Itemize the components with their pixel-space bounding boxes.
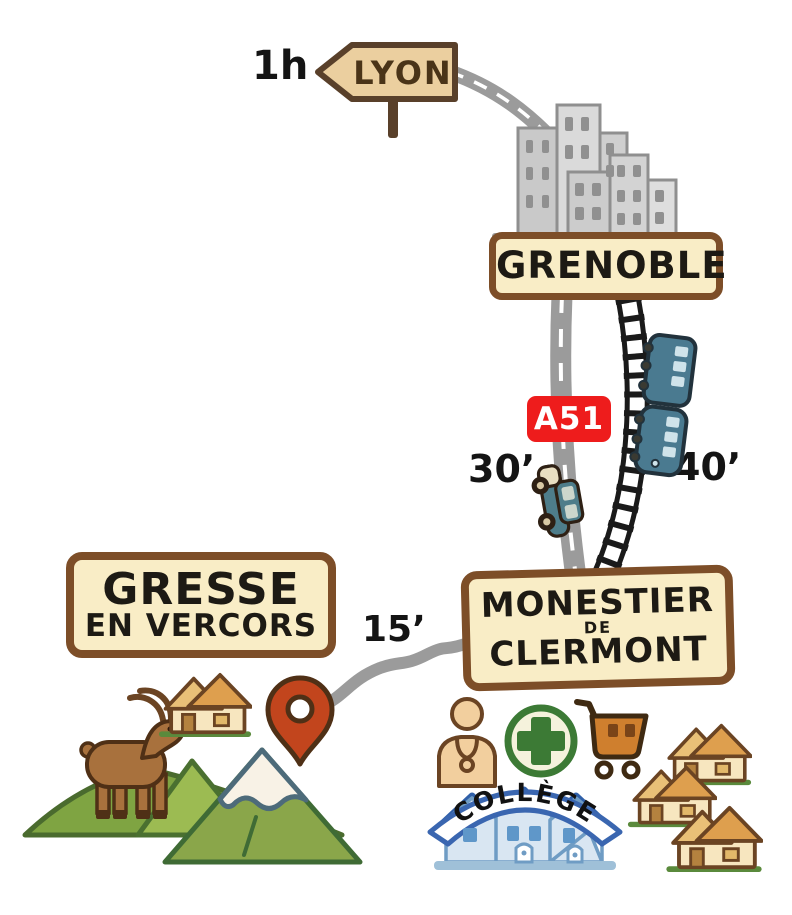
gresse-line1: GRESSE — [102, 564, 300, 616]
grenoble-sign: GRENOBLE — [489, 232, 728, 300]
monestier-sign: MONESTIER DE CLERMONT — [460, 564, 736, 692]
train-travel-time: 40’ — [674, 445, 742, 489]
monestier-line3: CLERMONT — [488, 628, 709, 675]
car-icon — [531, 464, 585, 538]
snow-cap — [217, 747, 309, 811]
college-windows — [463, 826, 575, 843]
highway-a51-badge: A51 — [527, 396, 611, 442]
city-buildings-icon — [492, 103, 678, 239]
ibex-icon — [79, 687, 185, 819]
building-windows — [526, 117, 664, 225]
shopping-cart-icon — [574, 699, 649, 780]
doctor-icon — [437, 697, 497, 788]
college-banner-arch — [427, 789, 623, 847]
lyon-arrow-sign — [315, 42, 458, 102]
house-icon — [158, 671, 252, 739]
gresse-travel-time: 15’ — [362, 609, 426, 650]
sign-post — [388, 96, 398, 138]
lyon-travel-time: 1h — [252, 43, 309, 89]
location-pin-icon — [265, 675, 335, 767]
lyon-sign-label: LYON — [353, 54, 452, 92]
pharmacy-cross-icon — [504, 704, 578, 778]
car-travel-time: 30’ — [468, 447, 536, 491]
train-icon — [629, 332, 698, 478]
village-houses-icon — [615, 705, 792, 885]
grenoble-sign-label: GRENOBLE — [496, 243, 728, 287]
stethoscope-icon — [459, 757, 475, 773]
gresse-sign: GRESSE EN VERCORS — [66, 552, 336, 658]
signpost-lyon-icon: LYON — [315, 42, 458, 138]
gresse-line2: EN VERCORS — [84, 608, 318, 645]
college-building-icon: COLLÈGE — [427, 778, 623, 870]
